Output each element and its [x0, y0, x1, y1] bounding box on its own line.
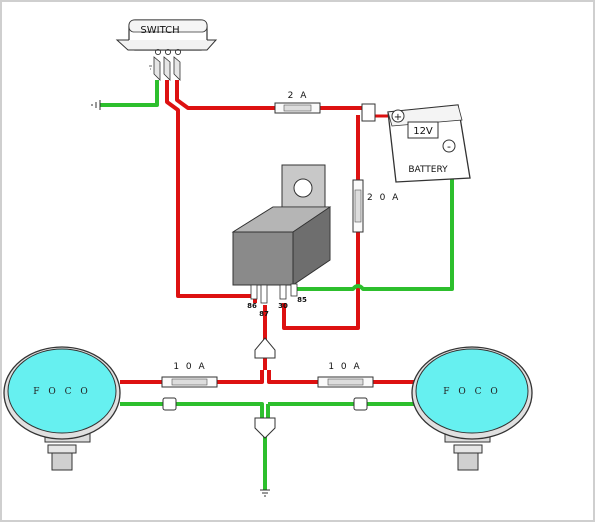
ground-symbol-icon	[91, 100, 101, 110]
battery-voltage-box	[407, 121, 439, 139]
relay-terminal-label: 86	[247, 302, 257, 310]
ground-connector-right	[353, 397, 368, 411]
battery-positive-terminal-icon	[391, 109, 405, 123]
battery: 12V BATTERY + -	[387, 104, 471, 183]
ground-symbol-icon	[260, 489, 270, 497]
fuse-relay: 2 0 A	[352, 179, 400, 233]
relay: 86 87 30 85	[231, 164, 332, 318]
relay-pin-87	[260, 284, 268, 304]
lamp-right-label: F O C O	[443, 387, 500, 397]
battery-label: BATTERY	[408, 165, 448, 175]
fuse-main: 2 A	[274, 91, 321, 114]
battery-negative-terminal-icon	[442, 139, 456, 153]
relay-terminal-label: 87	[259, 310, 269, 318]
lamp-left: F O C O	[3, 346, 121, 471]
fuse-lamp-right: 1 0 A	[317, 362, 374, 388]
switch-terminal-icon	[154, 48, 162, 56]
relay-terminal-label: 85	[297, 296, 307, 304]
wire-switch-ground	[100, 80, 159, 107]
wire-switch-feed	[175, 80, 275, 110]
switch-label: SWITCH	[140, 25, 179, 36]
relay-pin-86	[250, 284, 258, 300]
lamp-left-label: F O C O	[33, 387, 90, 397]
wire-relay-85-ground	[292, 148, 454, 291]
switch-terminal-icon	[174, 48, 182, 56]
ground-connector-left	[162, 397, 177, 411]
wire-lamp-split	[200, 358, 320, 384]
fuse-main-label: 2 A	[288, 91, 309, 101]
fuse-relay-label: 2 0 A	[367, 193, 400, 203]
splice-connector-positive	[254, 337, 276, 359]
battery-positive-symbol: +	[394, 112, 402, 123]
splice-connector-ground	[254, 417, 276, 439]
fuse-lamp-left: 1 0 A	[161, 362, 218, 388]
relay-pin-85	[290, 283, 298, 297]
battery-negative-symbol: -	[447, 140, 451, 153]
switch-terminal-icon	[164, 48, 172, 56]
relay-pin-30	[279, 284, 287, 300]
lamp-left-lens	[7, 348, 117, 434]
fuse-lamp-left-label: 1 0 A	[173, 362, 206, 372]
lamp-right: F O C O	[411, 346, 533, 471]
lamp-right-lens	[415, 348, 529, 434]
fuse-lamp-right-label: 1 0 A	[328, 362, 361, 372]
rocker-switch: SWITCH	[115, 19, 218, 81]
wire-relay-30	[282, 232, 360, 330]
relay-terminal-label: 30	[278, 302, 288, 310]
relay-mount-hole-icon	[293, 178, 313, 198]
wire-connector	[361, 103, 376, 122]
battery-voltage: 12V	[413, 126, 433, 137]
